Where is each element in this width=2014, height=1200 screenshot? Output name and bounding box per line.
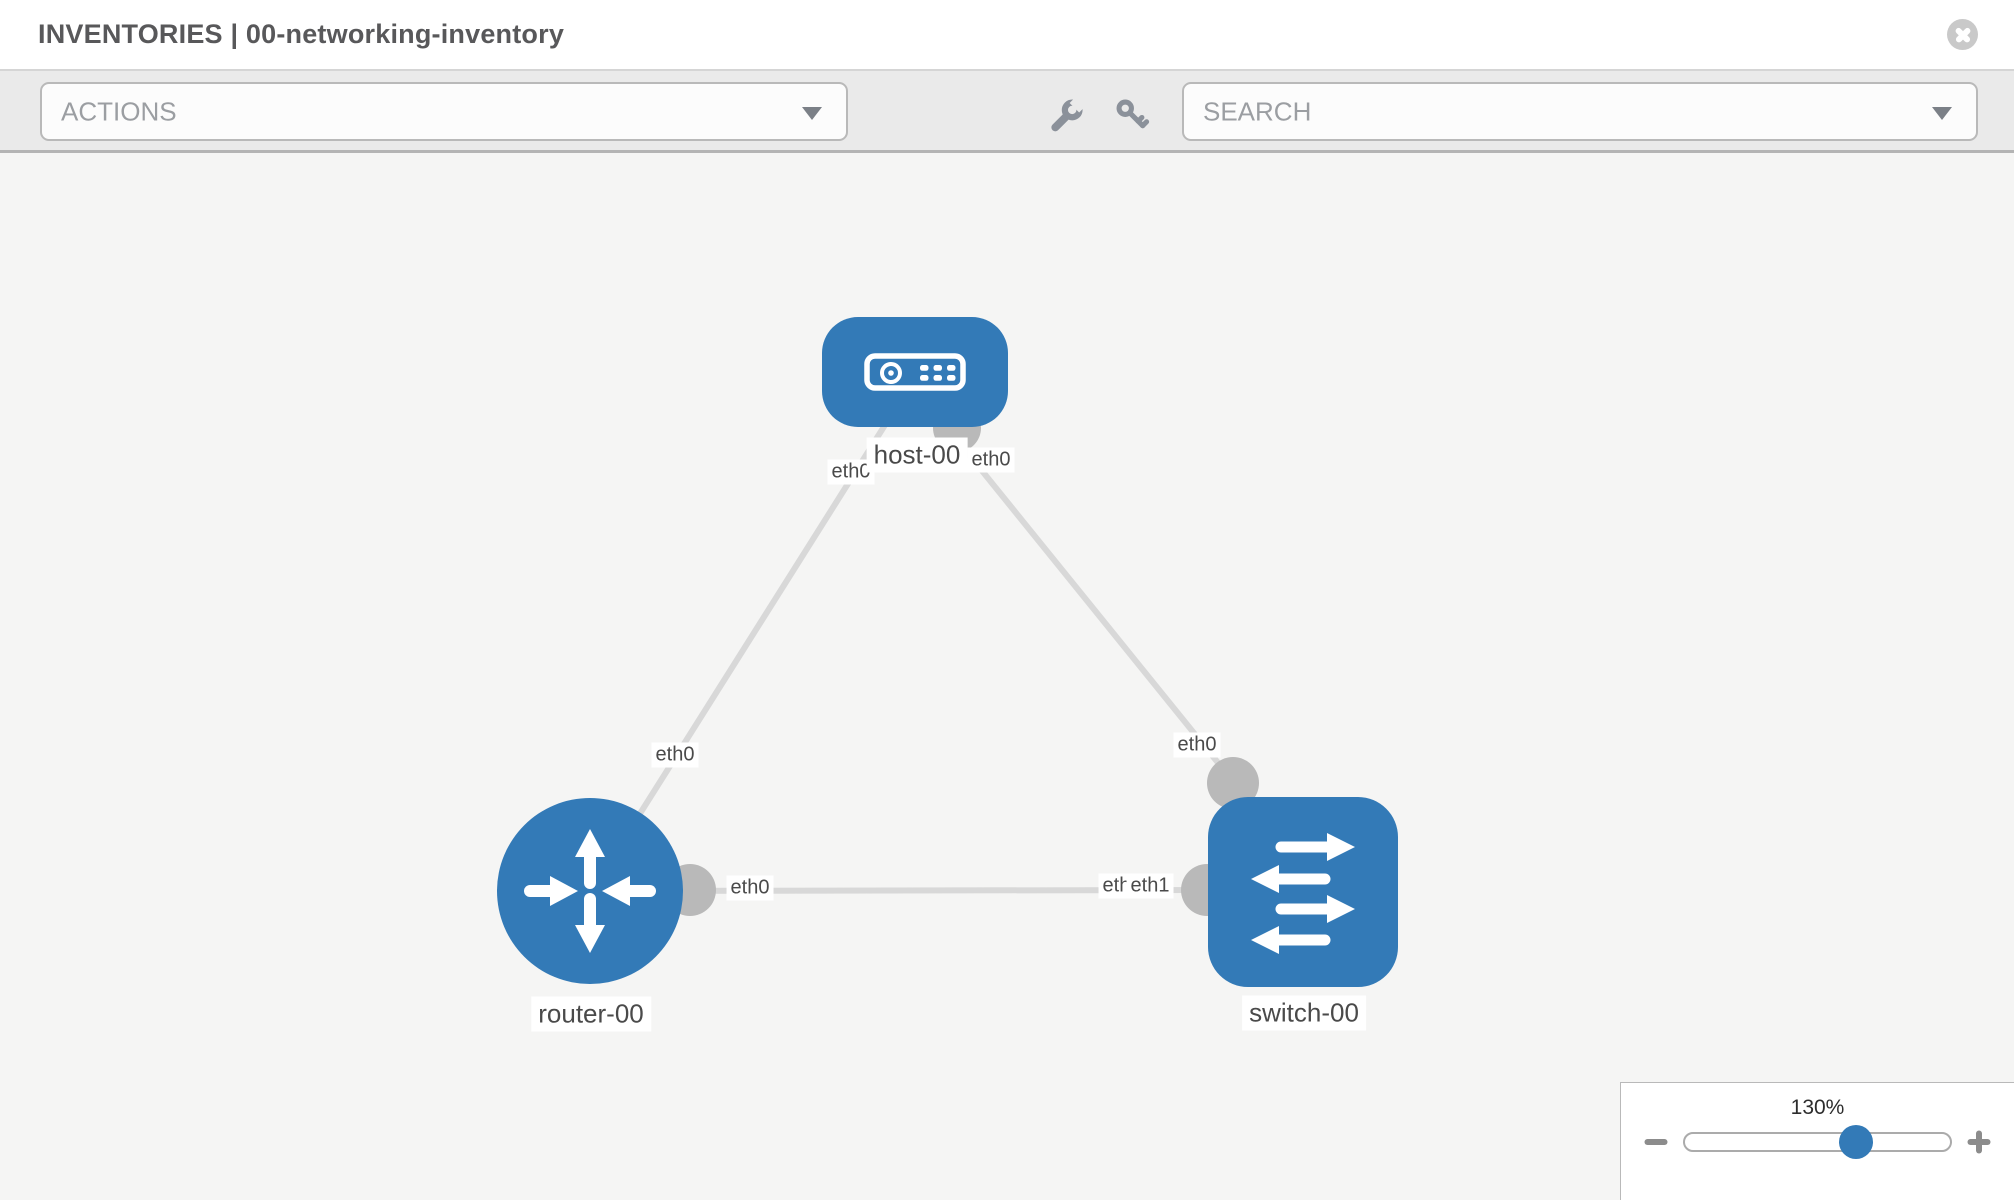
wrench-icon[interactable] (1048, 97, 1084, 133)
router-icon (524, 829, 656, 953)
search-dropdown[interactable]: SEARCH (1182, 82, 1978, 141)
link-host-00-switch-00[interactable] (942, 423, 1243, 792)
interface-label: eth0 (1173, 732, 1221, 758)
chevron-down-icon (802, 106, 822, 120)
node-router-00[interactable] (497, 798, 683, 984)
zoom-slider-thumb[interactable] (1838, 1125, 1873, 1159)
interface-label: eth1 (1126, 873, 1174, 899)
close-button[interactable] (1947, 19, 1978, 50)
zoom-panel: 130% (1620, 1082, 2014, 1200)
node-switch-00[interactable] (1208, 797, 1398, 987)
interface-connector[interactable] (1207, 757, 1259, 809)
interface-label: eth0 (651, 742, 699, 768)
search-dropdown-label: SEARCH (1203, 96, 1312, 126)
zoom-level-value: 130% (1790, 1096, 1845, 1119)
interface-label: eth0 (726, 875, 774, 901)
link-router-00-host-00[interactable] (592, 423, 888, 887)
zoom-in-button[interactable] (1966, 1129, 1992, 1155)
chevron-down-icon (1932, 106, 1952, 120)
header: INVENTORIES | 00-networking-inventory (0, 0, 2014, 71)
actions-dropdown[interactable]: ACTIONS (40, 82, 848, 141)
node-host-00[interactable] (822, 317, 1008, 427)
interface-label: eth0 (967, 447, 1015, 473)
node-label-switch-00[interactable]: switch-00 (1242, 995, 1366, 1031)
page-title: INVENTORIES | 00-networking-inventory (38, 19, 565, 49)
switch-icon (1251, 833, 1355, 954)
toolbar: ACTIONS SEARCH (0, 71, 2014, 153)
key-icon[interactable] (1114, 97, 1150, 133)
zoom-out-button[interactable] (1643, 1129, 1669, 1155)
actions-dropdown-label: ACTIONS (61, 96, 177, 126)
host-icon (864, 353, 966, 391)
node-label-host-00[interactable]: host-00 (866, 437, 968, 473)
zoom-slider[interactable] (1683, 1125, 1952, 1159)
minus-icon (1644, 1139, 1668, 1145)
node-label-router-00[interactable]: router-00 (531, 996, 651, 1032)
